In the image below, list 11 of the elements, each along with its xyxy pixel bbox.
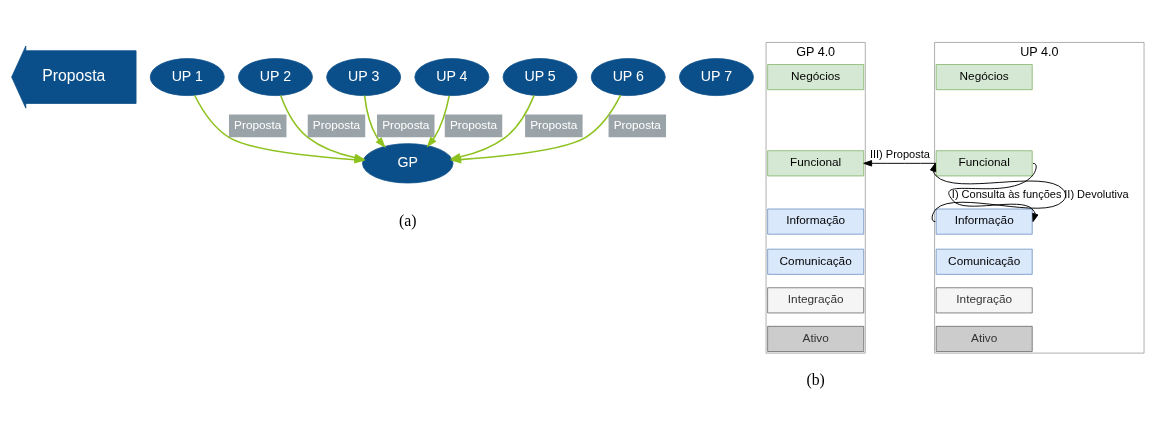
edge-label: Proposta <box>449 117 498 132</box>
edge-label: Proposta <box>613 117 661 132</box>
edge-label: Proposta <box>530 117 578 132</box>
edge-label: II) Devolutiva <box>1064 187 1129 200</box>
label: (b) <box>806 370 825 388</box>
edge-label: Proposta <box>382 117 430 132</box>
label: (a) <box>399 211 417 229</box>
edge-label: III) Proposta <box>869 147 930 160</box>
edge-label: Proposta <box>312 117 361 132</box>
edge-label: Proposta <box>234 117 282 132</box>
edge-label: I) Consulta às funções <box>951 187 1062 200</box>
